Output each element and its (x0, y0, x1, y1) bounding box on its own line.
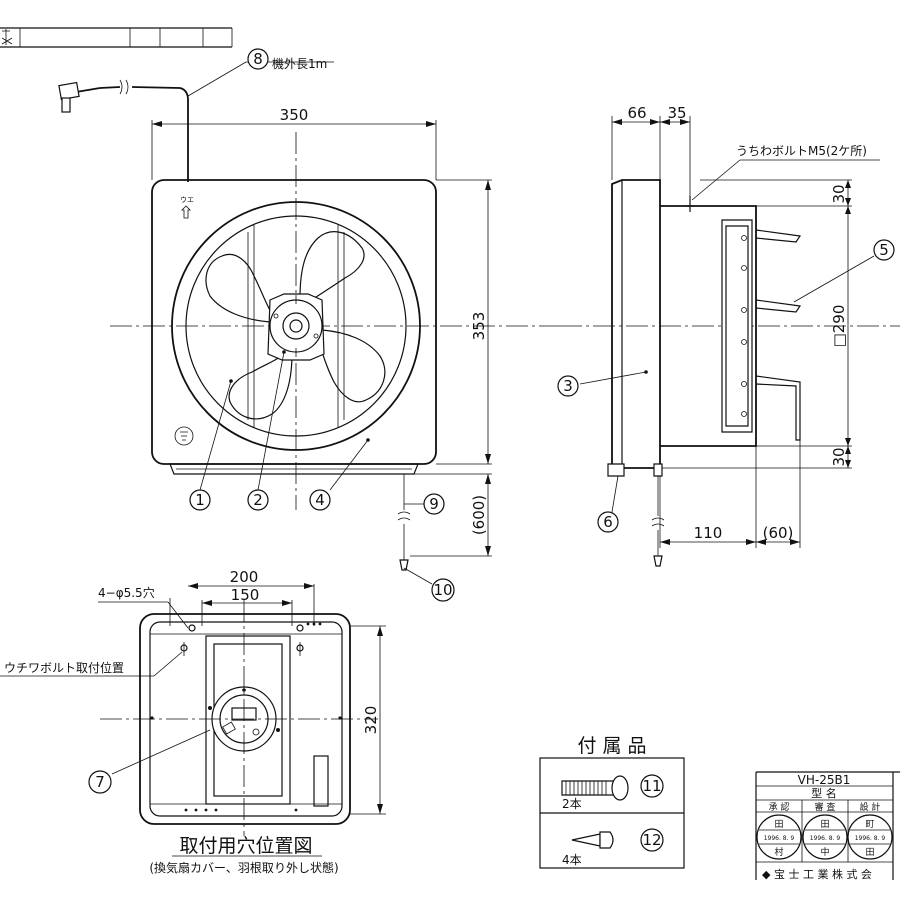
callout-10: 10 (431, 578, 455, 602)
callout-4: 4 (309, 489, 331, 511)
svg-text:田: 田 (820, 819, 829, 830)
mounting-hole-view: 200 150 (0, 568, 386, 836)
dim-side-30-top: 30 (830, 184, 848, 203)
dim-side-110: 110 (694, 524, 723, 542)
dim-side-60: (60) (763, 524, 794, 542)
svg-text:田: 田 (774, 819, 783, 830)
dim-hole-320: 320 (362, 706, 380, 735)
callout-9: 9 (423, 493, 445, 515)
model-number: VH-25B1 (798, 773, 851, 787)
dim-height-353: 353 (470, 312, 488, 341)
dim-hole-150: 150 (231, 586, 260, 604)
svg-text:2: 2 (253, 491, 263, 509)
callout-6: 6 (597, 511, 619, 533)
svg-text:7: 7 (95, 773, 105, 791)
model-name-header: 型 名 (811, 786, 837, 800)
svg-text:12: 12 (642, 831, 661, 849)
svg-text:3: 3 (563, 377, 573, 395)
svg-text:1996. 8. 9: 1996. 8. 9 (855, 835, 886, 842)
dim-width-350: 350 (280, 106, 309, 124)
callout-3: 3 (557, 375, 579, 397)
role-design: 設 計 (860, 801, 881, 813)
callout-8: 8 (247, 48, 269, 70)
screw-quantity: 4本 (562, 853, 582, 867)
svg-text:村: 村 (774, 846, 783, 858)
svg-text:1: 1 (195, 491, 205, 509)
dim-side-35: 35 (667, 104, 686, 122)
role-approve: 承 認 (769, 801, 790, 813)
wing-bolt-label: うちわボルトM5(2ケ所) (736, 144, 867, 158)
callout-5: 5 (873, 239, 895, 261)
callout-1: 1 (189, 489, 211, 511)
dim-side-290: □290 (830, 305, 848, 348)
svg-text:1996. 8. 9: 1996. 8. 9 (764, 835, 795, 842)
bolt-quantity: 2本 (562, 797, 582, 811)
stamp-design: 町 1996. 8. 9 田 (847, 814, 893, 860)
callout-7: 7 (88, 770, 112, 794)
stamp-approve: 田 1996. 8. 9 村 (756, 814, 802, 860)
svg-text:町: 町 (865, 820, 874, 830)
dim-hole-200: 200 (230, 568, 259, 586)
wing-bolt-position-label: ウチワボルト取付位置 (4, 660, 124, 675)
dim-cord-600: (600) (470, 495, 488, 535)
dim-side-30-bottom: 30 (830, 447, 848, 466)
company-name: ◆ 宝 士 工 業 株 式 会 (762, 867, 872, 881)
stamp-review: 田 1996. 8. 9 中 (802, 814, 848, 860)
role-review: 審 査 (815, 801, 836, 813)
svg-text:ウエ: ウエ (180, 196, 194, 204)
accessories-table: 付 属 品 2本 4本 11 12 (539, 735, 685, 869)
front-view: 350 ウエ (110, 106, 560, 585)
svg-text:5: 5 (879, 241, 889, 259)
title-block: VH-25B1 型 名 承 認 審 査 設 計 田 1996. 8. 9 村 田… (755, 771, 900, 881)
mounting-subtitle: (換気扇カバー、羽根取り外し状態) (149, 860, 338, 875)
accessories-title: 付 属 品 (577, 735, 646, 757)
svg-text:4: 4 (315, 491, 325, 509)
callout-12: 12 (640, 828, 664, 852)
svg-text:田: 田 (865, 847, 874, 858)
power-cord (58, 61, 334, 182)
svg-text:10: 10 (433, 581, 452, 599)
callout-8-number: 8 (253, 50, 263, 68)
dim-side-66: 66 (627, 104, 646, 122)
callout-11: 11 (640, 774, 664, 798)
svg-text:6: 6 (603, 513, 613, 531)
side-view: 66 35 3 (560, 104, 900, 567)
revision-table-fragment (0, 27, 233, 48)
svg-text:1996. 8. 9: 1996. 8. 9 (810, 835, 841, 842)
svg-text:9: 9 (429, 495, 439, 513)
callout-2: 2 (247, 489, 269, 511)
mounting-title: 取付用穴位置図 (179, 835, 312, 857)
svg-text:中: 中 (820, 846, 829, 858)
svg-text:11: 11 (642, 777, 661, 795)
cord-length-label: 機外長1m (272, 56, 327, 71)
hole-spec-label: 4−φ5.5穴 (98, 585, 155, 600)
